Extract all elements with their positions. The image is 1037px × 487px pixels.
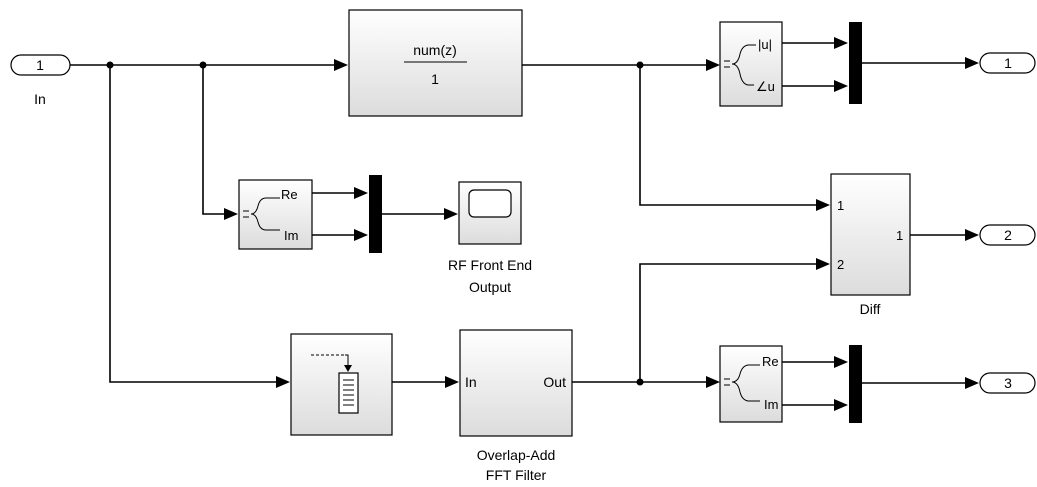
- port-label-re: Re: [762, 354, 779, 369]
- arrowhead: [965, 57, 979, 69]
- port-label-angle: ∠u: [756, 79, 775, 94]
- tf-denominator: 1: [431, 71, 439, 87]
- diff-in2-label: 2: [837, 257, 844, 272]
- inport-number: 1: [36, 57, 44, 73]
- outport-number: 1: [1004, 55, 1012, 71]
- port-label-im: Im: [764, 397, 778, 412]
- arrowhead: [834, 37, 848, 49]
- inport-1[interactable]: 1: [10, 54, 71, 76]
- arrowhead: [354, 187, 368, 199]
- buffer-icon: [311, 354, 359, 414]
- complex-to-mag-angle-icon: [724, 44, 756, 86]
- arrowhead: [276, 376, 290, 388]
- arrowhead: [834, 80, 848, 92]
- mux-block-middle[interactable]: [369, 175, 382, 253]
- signal-line-fft-to-diff[interactable]: [639, 263, 818, 382]
- arrowhead: [445, 376, 459, 388]
- diff-subsystem-block[interactable]: 1 2 1: [830, 173, 911, 296]
- arrowhead: [334, 59, 348, 71]
- arrowhead: [706, 59, 720, 71]
- signal-line-in-to-reim[interactable]: [202, 65, 226, 215]
- arrowhead: [224, 208, 238, 220]
- arrowhead: [965, 229, 979, 241]
- outport-number: 3: [1004, 375, 1012, 391]
- inport-label: In: [34, 91, 46, 107]
- diff-label: Diff: [860, 301, 881, 317]
- mux-block-bottom[interactable]: [849, 345, 862, 423]
- signal-line-in-to-buffer[interactable]: [109, 65, 278, 383]
- outport-3[interactable]: 3: [979, 372, 1036, 394]
- arrowhead: [444, 208, 458, 220]
- signal-line-tf-to-diff[interactable]: [639, 65, 818, 206]
- complex-to-real-imag-block-top[interactable]: Re Im: [238, 179, 313, 250]
- complex-to-real-imag-icon: [243, 197, 280, 231]
- port-label-mag: |u|: [758, 37, 772, 52]
- arrowhead: [965, 377, 979, 389]
- overlap-add-fft-filter-block[interactable]: In Out: [459, 329, 573, 437]
- arrowhead: [816, 258, 830, 270]
- outport-number: 2: [1004, 227, 1012, 243]
- arrowhead: [834, 356, 848, 368]
- scope-label-line1: RF Front End: [448, 257, 532, 273]
- branch-point: [199, 61, 207, 69]
- fft-filter-label-line1: Overlap-Add: [477, 447, 556, 463]
- branch-point: [636, 61, 644, 69]
- fft-filter-label-line2: FFT Filter: [486, 467, 547, 483]
- complex-to-mag-angle-block[interactable]: |u| ∠u: [719, 21, 783, 107]
- diff-in1-label: 1: [837, 198, 844, 213]
- arrowhead: [816, 199, 830, 211]
- port-label-im: Im: [284, 228, 298, 243]
- buffer-block[interactable]: [290, 333, 393, 436]
- branch-point: [106, 61, 114, 69]
- mux-block-top[interactable]: [849, 22, 862, 104]
- scope-icon: [468, 189, 512, 218]
- scope-block[interactable]: [458, 181, 522, 245]
- scope-label-line2: Output: [469, 279, 511, 295]
- fft-out-port-label: Out: [543, 374, 566, 390]
- arrowhead: [834, 399, 848, 411]
- tf-numerator: num(z): [413, 42, 457, 58]
- complex-to-real-imag-icon: [724, 364, 760, 402]
- complex-to-real-imag-block-bottom[interactable]: Re Im: [719, 345, 783, 423]
- arrowhead: [706, 376, 720, 388]
- discrete-transfer-fcn-block[interactable]: num(z) 1: [348, 9, 523, 117]
- branch-point: [636, 378, 644, 386]
- outport-2[interactable]: 2: [979, 224, 1036, 246]
- fft-in-port-label: In: [465, 374, 477, 390]
- port-label-re: Re: [281, 187, 298, 202]
- arrowhead: [354, 229, 368, 241]
- outport-1[interactable]: 1: [979, 52, 1036, 74]
- diff-out1-label: 1: [896, 228, 903, 243]
